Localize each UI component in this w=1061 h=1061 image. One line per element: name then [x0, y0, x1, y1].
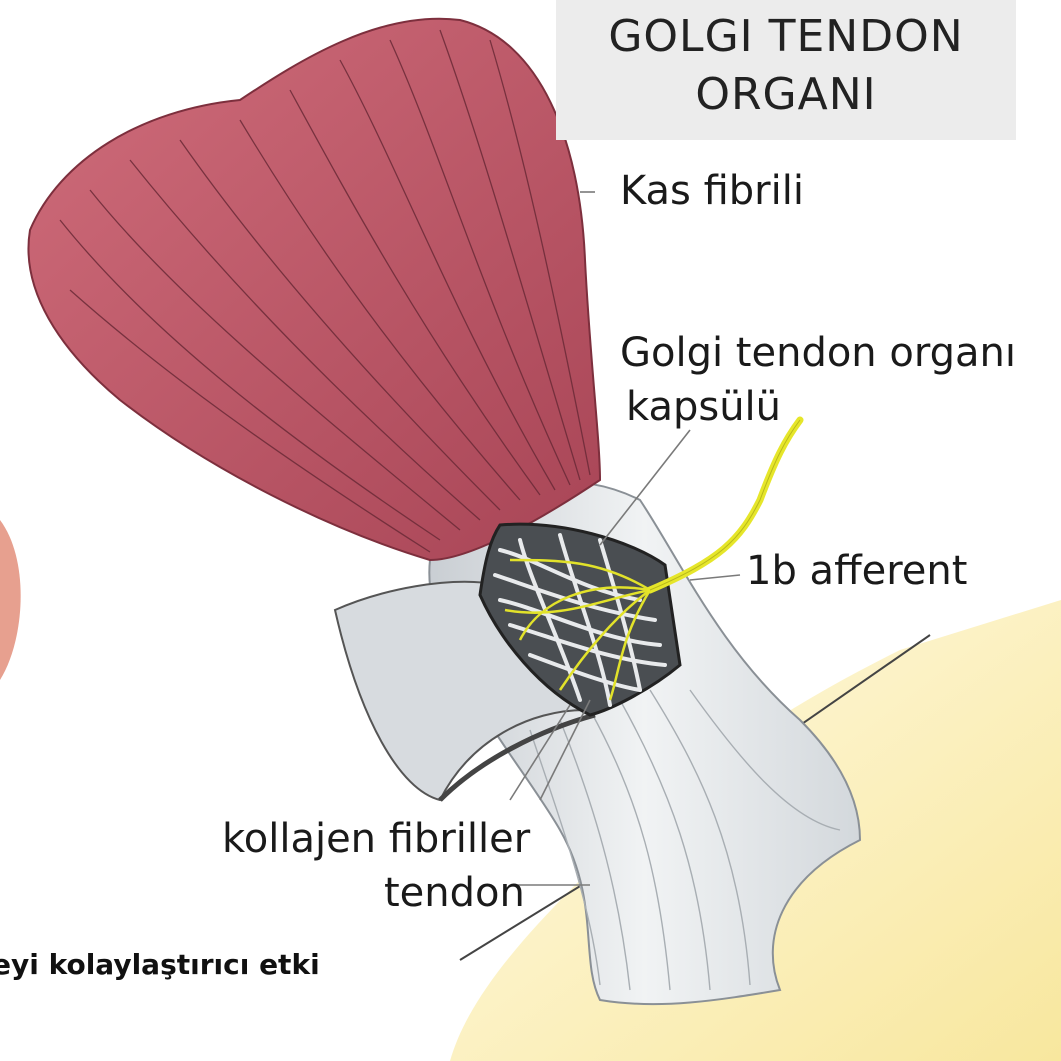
label-kollajen: kollajen fibriller [222, 816, 530, 862]
label-afferent: 1b afferent [746, 548, 967, 594]
label-kas-fibrili: Kas fibrili [620, 168, 804, 214]
muscle [28, 19, 600, 560]
label-gto-line-2: kapsülü [626, 384, 781, 430]
caption-partial: eyi kolaylaştırıcı etki [0, 948, 320, 981]
label-gto-line-1: Golgi tendon organı [620, 330, 1016, 376]
title-line-1: GOLGI TENDON [608, 8, 963, 66]
left-partial-shape [0, 520, 21, 680]
title-box: GOLGI TENDON ORGANI [556, 0, 1016, 140]
title-line-2: ORGANI [695, 66, 876, 124]
label-tendon: tendon [384, 870, 525, 916]
